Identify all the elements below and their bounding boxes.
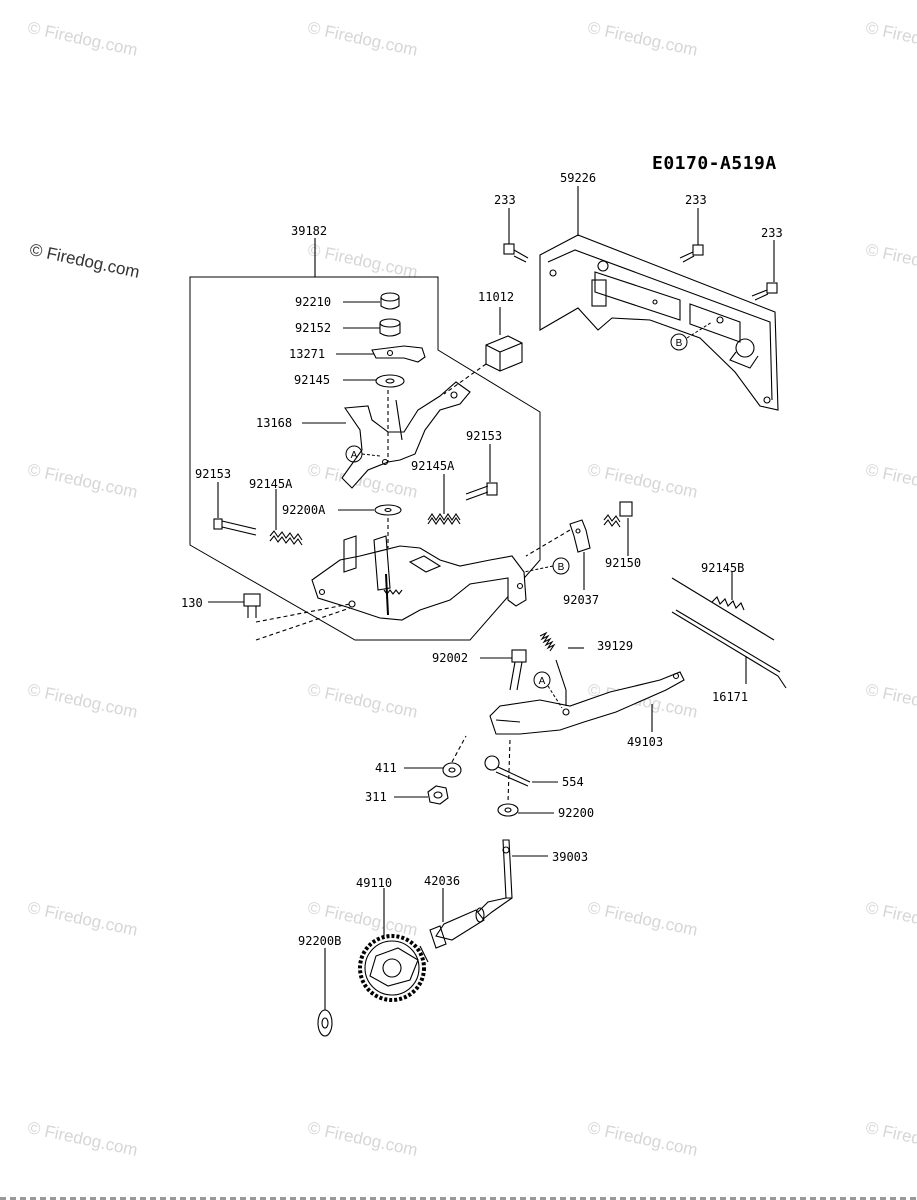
cap-92210 [380, 292, 400, 310]
plate-13271 [371, 345, 426, 363]
spring-39129 [539, 631, 567, 706]
part-label: 311 [365, 790, 387, 804]
part-label: 42036 [424, 874, 461, 888]
rod-92145B [671, 577, 775, 641]
bolt-92002 [509, 649, 527, 691]
part-label: 92152 [295, 321, 332, 335]
part-label: 13168 [256, 416, 293, 430]
cap-92152 [379, 318, 401, 337]
bolt-92153 [213, 518, 257, 536]
spring-92145A [269, 530, 303, 546]
block-11012 [485, 335, 523, 372]
part-label: 92153 [195, 467, 232, 481]
part-label: 411 [375, 761, 397, 775]
washer-92200B [317, 1009, 333, 1037]
part-label: 39129 [597, 639, 634, 653]
part-label: 92153 [466, 429, 503, 443]
part-label: 92037 [563, 593, 600, 607]
bracket-92037 [569, 519, 591, 553]
part-label: 92150 [605, 556, 642, 570]
bolt-130 [243, 593, 261, 618]
rod-16171 [671, 609, 787, 689]
part-label: 13271 [289, 347, 326, 361]
spring-92145A [427, 513, 461, 525]
ref-marker-a: A [539, 676, 546, 687]
part-label: 92002 [432, 651, 469, 665]
part-label: 233 [685, 193, 707, 207]
lever-49103 [489, 671, 685, 735]
part-label: 16171 [712, 690, 749, 704]
part-label: 92200 [558, 806, 595, 820]
part-label: 92145 [294, 373, 331, 387]
part-label: 59226 [560, 171, 597, 185]
gear-49110 [358, 934, 429, 1002]
part-label: 11012 [478, 290, 515, 304]
part-label: 49103 [627, 735, 664, 749]
sleeve-42036 [429, 907, 485, 949]
part-label: 233 [494, 193, 516, 207]
part-label: 92145A [411, 459, 455, 473]
part-label: 130 [181, 596, 203, 610]
screw-233 [679, 244, 704, 263]
part-label: 233 [761, 226, 783, 240]
screw-233 [751, 282, 778, 301]
part-label: 49110 [356, 876, 393, 890]
part-label: 39003 [552, 850, 589, 864]
bolt-92150 [603, 501, 633, 528]
lever-13168 [341, 381, 471, 489]
diagram-code: E0170-A519A [652, 153, 777, 174]
control-plate [539, 234, 779, 411]
shaft-39003 [477, 839, 513, 921]
ref-marker-b: B [676, 338, 683, 349]
pin-554 [484, 755, 531, 787]
part-label: 92210 [295, 295, 332, 309]
part-label: 92200B [298, 934, 342, 948]
washer-92145 [375, 374, 405, 388]
bolt-92153 [465, 482, 498, 501]
part-label: 92145B [701, 561, 745, 575]
part-label: 554 [562, 775, 584, 789]
part-label: 92200A [282, 503, 326, 517]
screw-233 [503, 243, 529, 263]
base-plate [311, 535, 527, 621]
page-edge [0, 1197, 917, 1200]
ref-marker-a: A [351, 450, 358, 461]
part-label: 92145A [249, 477, 293, 491]
part-label: 39182 [291, 224, 328, 238]
ref-marker-b: B [558, 562, 565, 573]
